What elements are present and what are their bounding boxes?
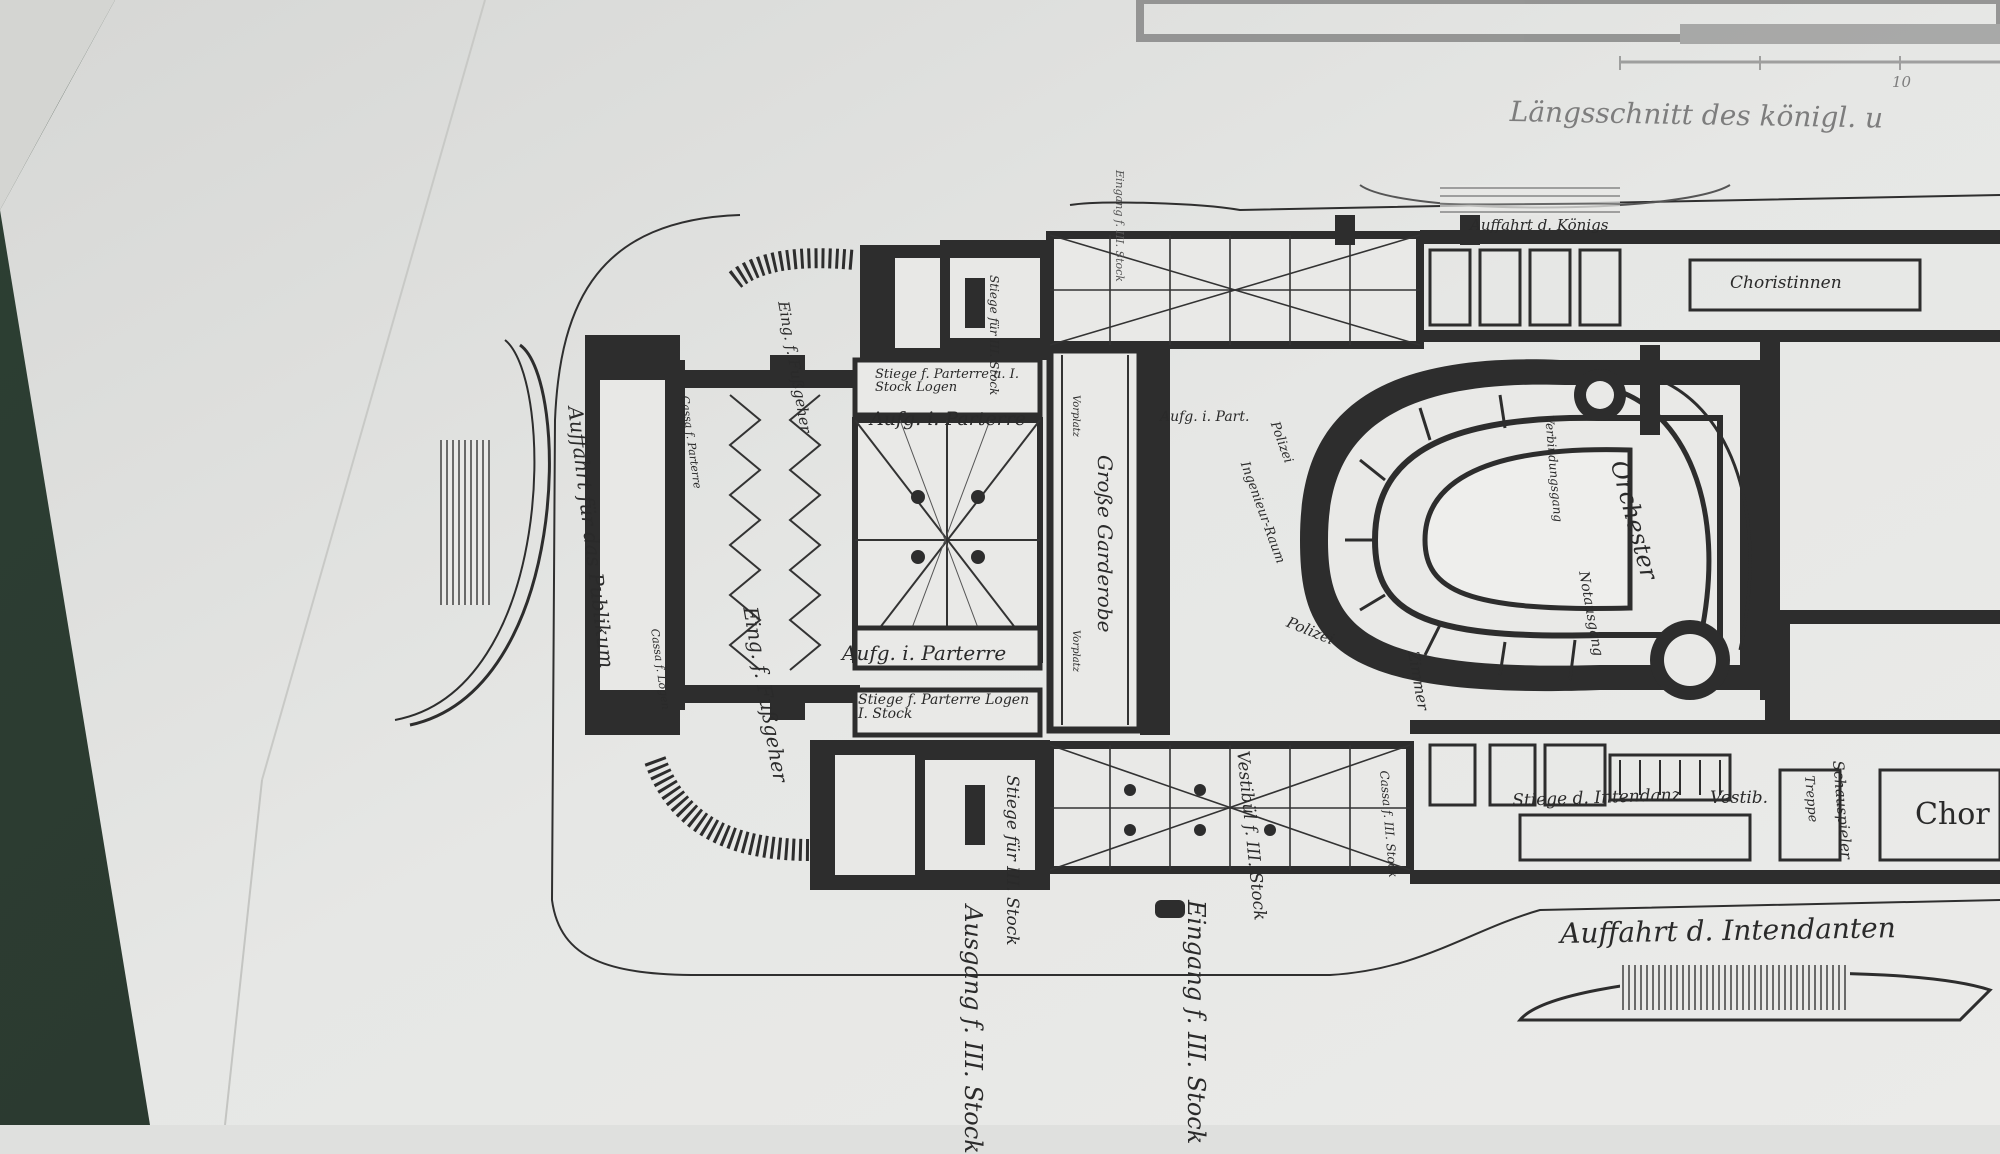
auditorium [1300,359,1760,692]
floor-plan-drawing [0,0,2000,1125]
label-treppe: Treppe [1801,774,1821,823]
label-auffahrt-intendanten: Auffahrt d. Intendanten [1559,911,1897,950]
label-stiege-iii-top: Stiege für III. Stock [987,275,1001,396]
label-chor: Chor [1915,797,1990,832]
front-block [585,335,860,735]
label-auffahrt-koenigs: Auffahrt d. Königs [1470,216,1609,234]
scale-bar-label: 10 [1892,73,1912,91]
entrance-piers [1155,215,1480,918]
intendant-steps [1620,965,1850,1010]
label-eingang-oben: Eingang f. III. Stock [1113,170,1126,282]
label-vorplatz-top: Vorplatz [1070,395,1081,437]
label-stiege-iii-bottom: Stiege für III. Stock [1002,775,1022,946]
label-eingang-iii: Eingang f. III. Stock [1182,900,1210,1145]
orchestra-pit [1614,387,1712,641]
label-choristinnen: Choristinnen [1730,273,1842,293]
label-vestibul-right: Vestib. [1710,788,1769,808]
right-wing-rooms [1428,248,2000,862]
label-stiege-parterre-top: Stiege f. Parterre u. I. Stock Logen [875,367,1019,395]
label-aufg-part: Aufg. i. Part. [1160,409,1250,425]
label-ausgang-iii: Ausgang f. III. Stock [959,905,987,1154]
label-grosse-garderobe: Große Garderobe [1093,455,1117,633]
king-steps [1440,185,1620,215]
label-aufg-parterre-bottom: Aufg. i. Parterre [842,641,1007,665]
paper-under-layer [0,0,115,210]
longitudinal-section-drawing [1136,0,2000,70]
garderobe-strip [1046,345,1170,735]
upper-left-steps [728,248,856,289]
vault-pattern-left [728,394,822,671]
parterre-hall [852,357,1043,738]
paper-fold-line [261,0,486,781]
right-wing-stairs [1619,760,1721,795]
upper-vault-band [1046,231,1424,349]
paper-edge [224,779,263,1125]
site-boundary-top [1069,194,2000,212]
left-steps [440,440,490,605]
label-vorplatz-bottom: Vorplatz [1070,630,1081,672]
label-aufg-parterre-top: Aufg. i. Parterre [870,408,1027,430]
site-boundary [550,214,2000,976]
lower-vault-band [1046,741,1414,874]
section-caption: Längsschnitt des königl. u [1509,95,1884,135]
left-ramp-curve [409,343,551,727]
label-stiege-parterre-bottom: Stiege f. Parterre Logen I. Stock [858,692,1030,722]
right-wing [1410,230,2000,884]
